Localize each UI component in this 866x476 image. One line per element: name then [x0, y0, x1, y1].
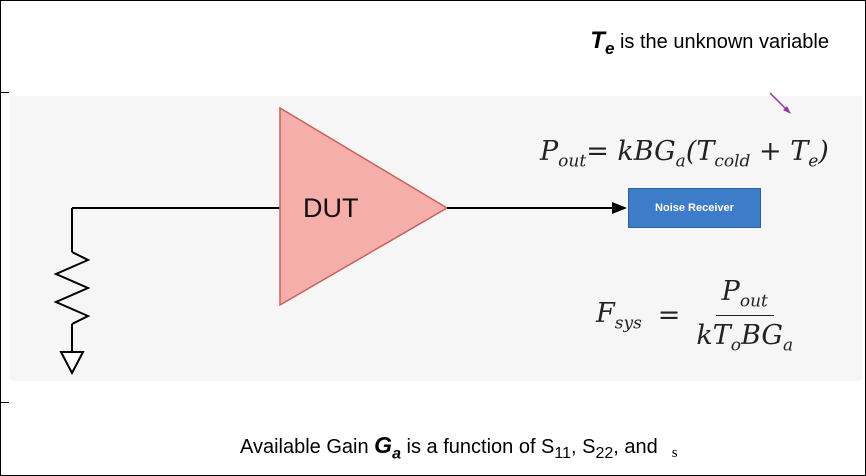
diagram-panel [10, 96, 862, 381]
fsys-denominator: kToBGa [696, 320, 794, 356]
ground-symbol [59, 351, 85, 376]
noise-receiver-label: Noise Receiver [655, 202, 734, 214]
te-symbol: Te [590, 27, 615, 58]
ga-symbol: Ga [374, 432, 401, 463]
noise-receiver-block: Noise Receiver [628, 188, 761, 228]
cutoff-text: s [671, 445, 678, 461]
s-parameters: is a function of S11, S22, and [406, 436, 658, 462]
dut-label: DUT [303, 193, 359, 223]
top-note-text: is the unknown variable [619, 31, 829, 53]
edge-tick [0, 402, 9, 403]
fsys-fraction: Pout kToBGa [696, 276, 793, 356]
output-arrowhead [612, 202, 627, 214]
fsys-equation: Fsys = Pout kToBGa [596, 276, 793, 356]
edge-tick [0, 92, 9, 93]
fsys-numerator: Pout [715, 276, 774, 317]
dut-amplifier-triangle [279, 106, 449, 307]
top-note: Te is the unknown variable [590, 27, 829, 59]
te-pointer-arrowhead [783, 106, 791, 114]
fsys-lhs: Fsys [596, 298, 642, 334]
resistor-symbol [53, 251, 91, 325]
bottom-note: Available Gain Ga is a function of S11, … [240, 432, 678, 463]
pout-equation: Pout= kBGa(Tcold + Te) [540, 136, 829, 172]
fsys-equals: = [657, 300, 681, 332]
